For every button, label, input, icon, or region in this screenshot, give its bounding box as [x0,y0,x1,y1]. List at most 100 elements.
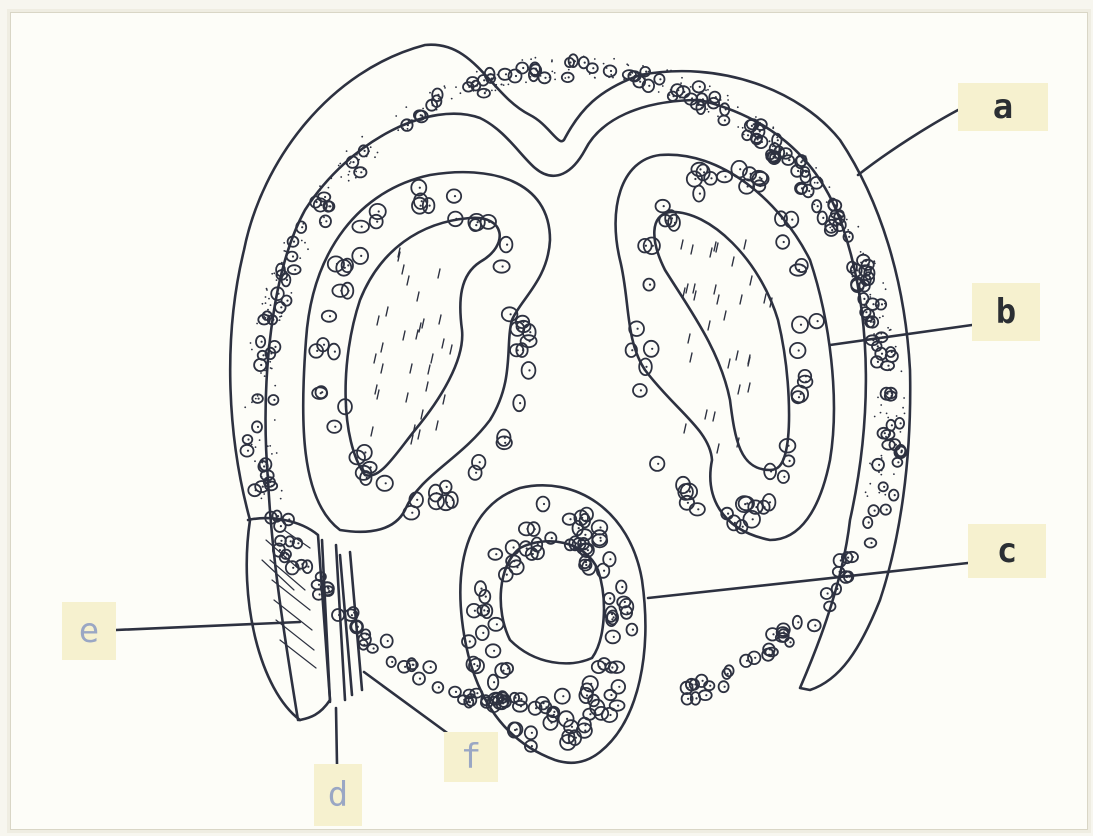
cell-nucleus [257,426,259,428]
lumen-dash [431,354,433,363]
cell-nucleus [436,500,438,502]
right-locule-outline [616,155,834,540]
stipple-dot [270,367,272,369]
stipple-dot [304,242,306,244]
cell-nucleus [476,692,478,694]
stipple-dot [814,182,816,184]
cell-nucleus [889,444,891,446]
stipple-dot [893,388,895,390]
cell-nucleus [865,270,867,272]
cell-nucleus [267,315,269,317]
cell-nucleus [800,161,802,163]
lumen-dash [386,307,388,316]
cell-nucleus [292,567,294,569]
stipple-dot [289,243,291,245]
cell-nucleus [587,513,589,515]
stipple-dot [276,452,278,454]
stipple-dot [484,92,486,94]
stipple-dot [494,86,496,88]
cell-nucleus [528,369,530,371]
cell-nucleus [686,491,688,493]
cell-nucleus [504,442,506,444]
cell-nucleus [421,200,423,202]
stipple-dot [891,391,893,393]
cell-nucleus [571,726,573,728]
stipple-dot [737,106,739,108]
cell-nucleus [477,221,479,223]
cell-nucleus [344,267,346,269]
cell-nucleus [316,201,318,203]
cell-nucleus [534,74,536,76]
stipple-dot [397,129,399,131]
cell-nucleus [848,236,850,238]
stipple-dot [359,150,361,152]
stipple-dot [273,272,275,274]
cell-nucleus [734,522,736,524]
lumen-dash [442,339,444,348]
cell-nucleus [376,221,378,223]
cell-nucleus [488,221,490,223]
stipple-dot [355,171,357,173]
lumen-dash [740,295,742,304]
stipple-dot [283,250,285,252]
cell-dots [241,54,907,752]
cell-nucleus [802,264,804,266]
stipple-dot [893,473,895,475]
stipple-dot [849,232,851,234]
cell-nucleus [292,255,294,257]
cell-nucleus [325,220,327,222]
cell-nucleus [535,707,537,709]
lumen-dash [728,359,730,368]
lumen-dash [705,410,707,419]
cell-nucleus [833,203,835,205]
stipple-dot [810,194,812,196]
cell-nucleus [599,537,601,539]
cell-nucleus [545,706,547,708]
stipple-dot [662,85,664,87]
cell-nucleus [750,173,752,175]
stipple-dot [268,312,270,314]
cell-nucleus [286,300,288,302]
cell-nucleus [597,706,599,708]
stipple-dot [377,152,379,154]
cell-nucleus [270,352,272,354]
cell-nucleus [746,502,748,504]
stipple-dot [881,396,883,398]
lumen-dash [419,323,421,332]
stipple-dot [422,108,424,110]
cell-nucleus [271,517,273,519]
label-f: f [444,732,498,782]
stipple-dot [568,69,570,71]
cell-nucleus [886,393,888,395]
lumen-dash [402,265,404,274]
label-b: b [972,283,1040,341]
cell-nucleus [589,713,591,715]
cell-nucleus [783,634,785,636]
stipple-dot [631,72,633,74]
stipple-dot [255,446,257,448]
stipple-dot [864,305,866,307]
stipple-dot [613,58,615,60]
cell-nucleus [543,503,545,505]
stipple-dot [261,476,263,478]
cell-nucleus [412,664,414,666]
stipple-dot [778,155,780,157]
cell-nucleus [611,666,613,668]
cell-nucleus [884,432,886,434]
cell-nucleus [657,463,659,465]
stipple-dot [436,109,438,111]
stipple-dot [407,128,409,130]
cell-nucleus [532,553,534,555]
stipple-dot [267,479,269,481]
lumen-dash [407,276,409,285]
cell-nucleus [279,549,281,551]
cell-nucleus [476,85,478,87]
stipple-dot [281,313,283,315]
stipple-dot [503,84,505,86]
cell-nucleus [709,685,711,687]
cell-nucleus [273,399,275,401]
cell-nucleus [901,450,903,452]
stipple-dot [280,498,282,500]
stipple-dot [260,372,262,374]
stipple-dot [862,253,864,255]
